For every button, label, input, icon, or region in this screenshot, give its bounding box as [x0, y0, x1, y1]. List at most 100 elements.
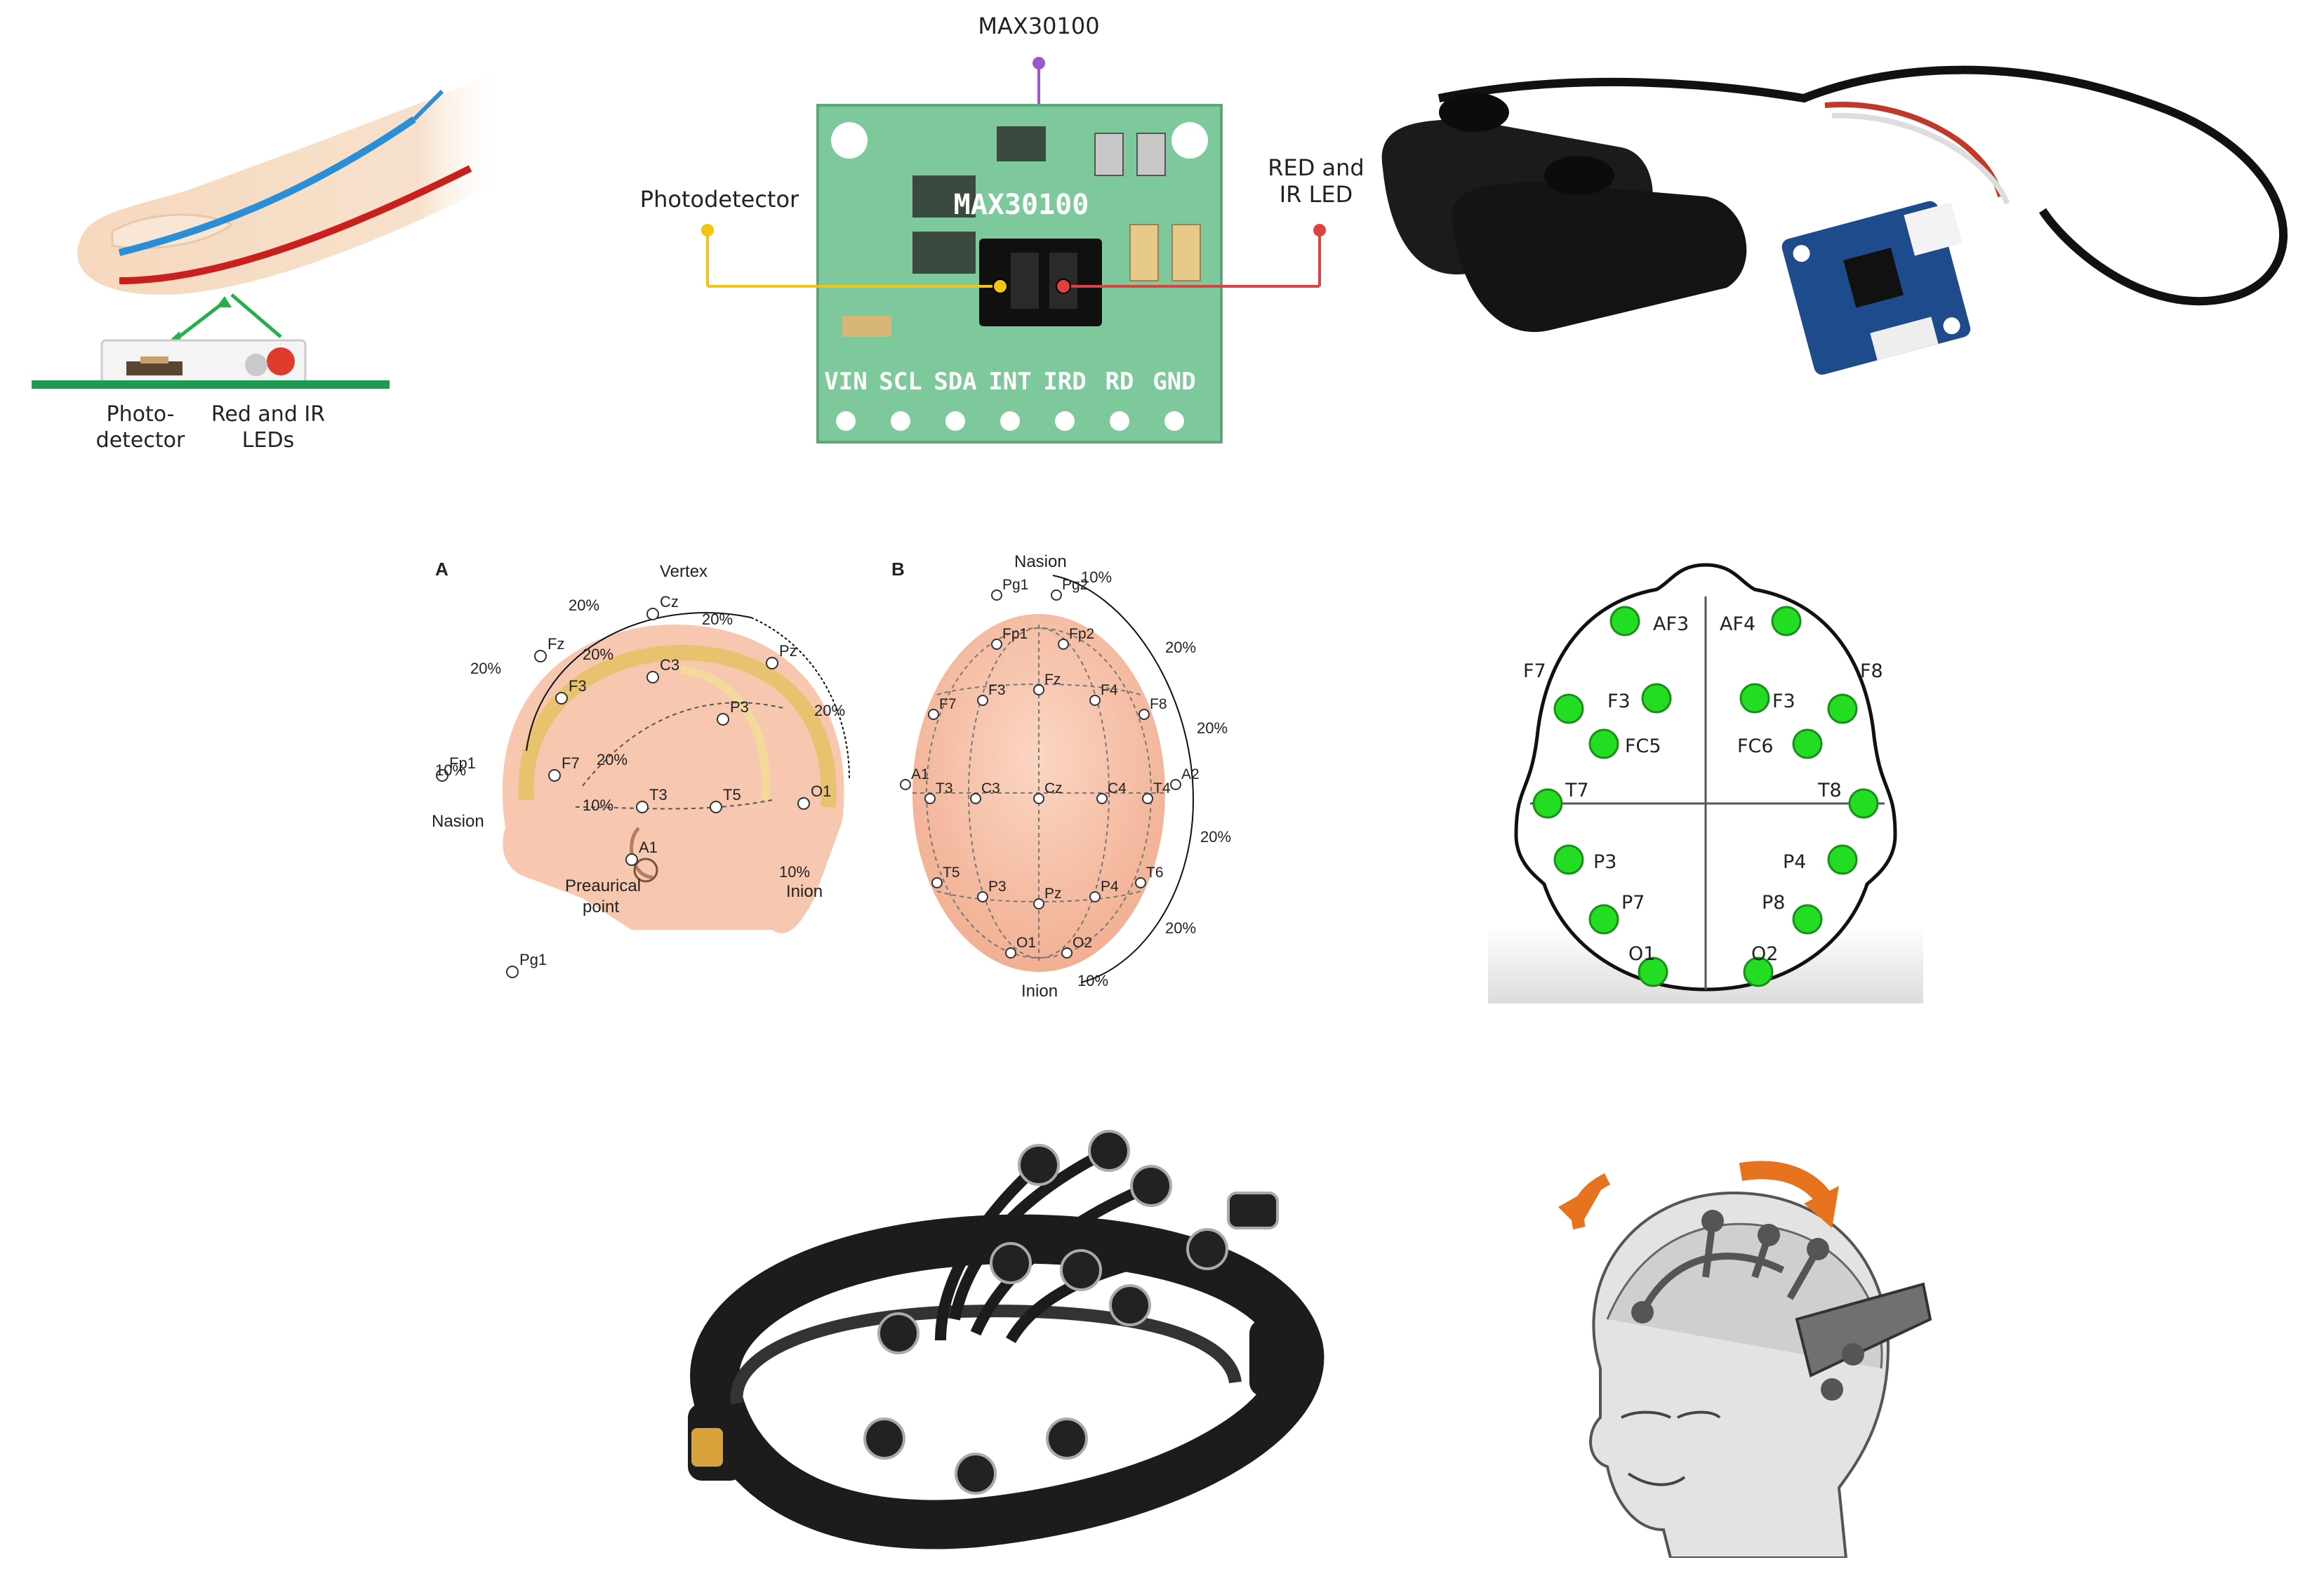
leds-label-1: Red and IR: [211, 402, 325, 427]
emotiv-electrode-dot: [1827, 844, 1858, 875]
electrode-dot: [931, 877, 943, 888]
electrode-label-b: Fp1: [1002, 626, 1028, 642]
electrode-label-a: T3: [649, 786, 668, 803]
vein-blue: [118, 116, 416, 256]
electrode-dot: [646, 671, 659, 683]
electrode-label-b: O1: [1016, 935, 1036, 951]
green-arrow-in: [230, 293, 282, 338]
photodetector-label: Photodetector: [640, 186, 799, 213]
emotiv-electrode-dot: [1739, 683, 1770, 714]
panel-b-percentages: 10%20%20%20%20%10%: [1077, 568, 1231, 989]
nasion-label-b: Nasion: [1014, 552, 1067, 571]
percent-label-b: 20%: [1165, 639, 1196, 656]
pin-label-sda: SDA: [934, 368, 976, 396]
pin-hole: [1000, 411, 1020, 431]
vertex-label: Vertex: [660, 562, 708, 581]
emotiv-electrode-label: T8: [1817, 780, 1842, 801]
max30100-board-diagram: MAX30100 MAX30100 Photodetector RED: [618, 7, 1397, 449]
electrode-label-b: Pg1: [1002, 577, 1028, 593]
eeg-headset-icon: [688, 1130, 1324, 1549]
pin-hole: [945, 411, 965, 431]
eeg-headset-photo: [674, 1109, 1362, 1558]
percent-label-b: 20%: [1197, 719, 1228, 737]
sensor-cable: [1437, 65, 2288, 306]
emotiv-electrode-dot: [1532, 788, 1563, 819]
head-wearing-headset-illustration: [1530, 1137, 1937, 1558]
leds-label-2: LEDs: [242, 428, 294, 453]
electrode-dot: [1033, 684, 1044, 695]
percent-label-a: 20%: [470, 660, 501, 677]
electrode-dot: [924, 793, 936, 804]
emotiv-electrode-label: T7: [1565, 780, 1589, 801]
pin-label-rd: RD: [1105, 368, 1134, 396]
electrode-dot: [1138, 709, 1150, 720]
electrode-label-b: Pg2: [1062, 577, 1088, 593]
emotiv-electrode-label: P4: [1783, 851, 1806, 873]
electrode-dot: [506, 966, 519, 978]
percent-label-b: 20%: [1200, 828, 1231, 846]
emotiv-electrode-label: F3: [1772, 691, 1795, 712]
electrode-dot: [977, 891, 988, 902]
ir-led: [245, 354, 267, 376]
emotiv-electrode-label: F3: [1607, 691, 1631, 712]
max30100-title: MAX30100: [978, 13, 1099, 39]
electrode-label-a: O1: [811, 782, 831, 800]
pin-hole: [891, 411, 910, 431]
side-head: [502, 625, 844, 933]
grove-sensor-module: [1781, 201, 1971, 375]
pin-label-int: INT: [988, 368, 1031, 396]
preauricular-label-1: Preaurical: [565, 876, 641, 895]
electrode-label-a: T5: [723, 786, 741, 803]
photodetector-element: [126, 361, 182, 375]
percent-label-a: 20%: [583, 646, 613, 663]
pin-hole: [1055, 411, 1075, 431]
electrode-label-a: Pg1: [519, 951, 547, 968]
electrode-dot: [1033, 793, 1044, 804]
electrode-label-b: A2: [1181, 766, 1200, 782]
electrode-dot: [636, 801, 649, 813]
artery-red: [119, 165, 472, 284]
pcb-line: [32, 380, 390, 389]
electrode-label-b: F7: [939, 696, 957, 712]
percent-label-a: 20%: [569, 596, 599, 614]
emotiv-electrode-label: F7: [1523, 660, 1546, 682]
red-led: [267, 347, 295, 375]
electrode-label-a: Fz: [547, 635, 564, 653]
electrode-label-b: T5: [943, 865, 960, 881]
electrode-dot: [797, 797, 810, 810]
photodetector-label-1: Photo-: [107, 402, 175, 427]
electrode-label-b: Fp2: [1069, 626, 1094, 642]
emotiv-electrode-dot: [1588, 728, 1619, 759]
emotiv-electrode-dot: [1588, 904, 1619, 935]
electrode-dot: [625, 853, 638, 866]
emotiv-electrode-label: AF3: [1653, 613, 1689, 635]
preauricular-label-2: point: [583, 898, 619, 916]
electrode-label-b: P4: [1101, 879, 1119, 895]
electrode-dot: [991, 589, 1002, 601]
electrode-label-a: Pz: [779, 642, 797, 660]
pin-hole: [836, 411, 856, 431]
percent-label-a: 10%: [583, 796, 613, 814]
emotiv-electrode-label: O2: [1751, 943, 1778, 965]
electrode-dot: [646, 608, 659, 620]
electrode-label-b: A1: [911, 766, 929, 782]
percent-label-a: 20%: [702, 611, 733, 628]
panel-a-letter: A: [435, 559, 449, 580]
percent-label-b: 10%: [1081, 568, 1112, 586]
percent-label-a: 10%: [779, 863, 810, 881]
emotiv-electrode-label: P7: [1621, 892, 1645, 914]
electrode-dot: [1135, 877, 1146, 888]
photodetector-label-2: detector: [96, 428, 185, 453]
emotiv-electrode-label: P8: [1762, 892, 1785, 914]
emotiv-electrode-dot: [1848, 788, 1879, 819]
emotiv-electrode-dot: [1553, 844, 1584, 875]
electrode-label-a: Cz: [660, 593, 679, 611]
electrode-label-a: C3: [660, 656, 679, 674]
green-arrow-out: [178, 300, 226, 338]
emotiv-electrode-dot: [1792, 904, 1823, 935]
inion-label-a: Inion: [786, 882, 823, 901]
electrode-dot: [1142, 793, 1153, 804]
electrode-dot: [1033, 898, 1044, 909]
led-label-2: IR LED: [1280, 181, 1353, 208]
